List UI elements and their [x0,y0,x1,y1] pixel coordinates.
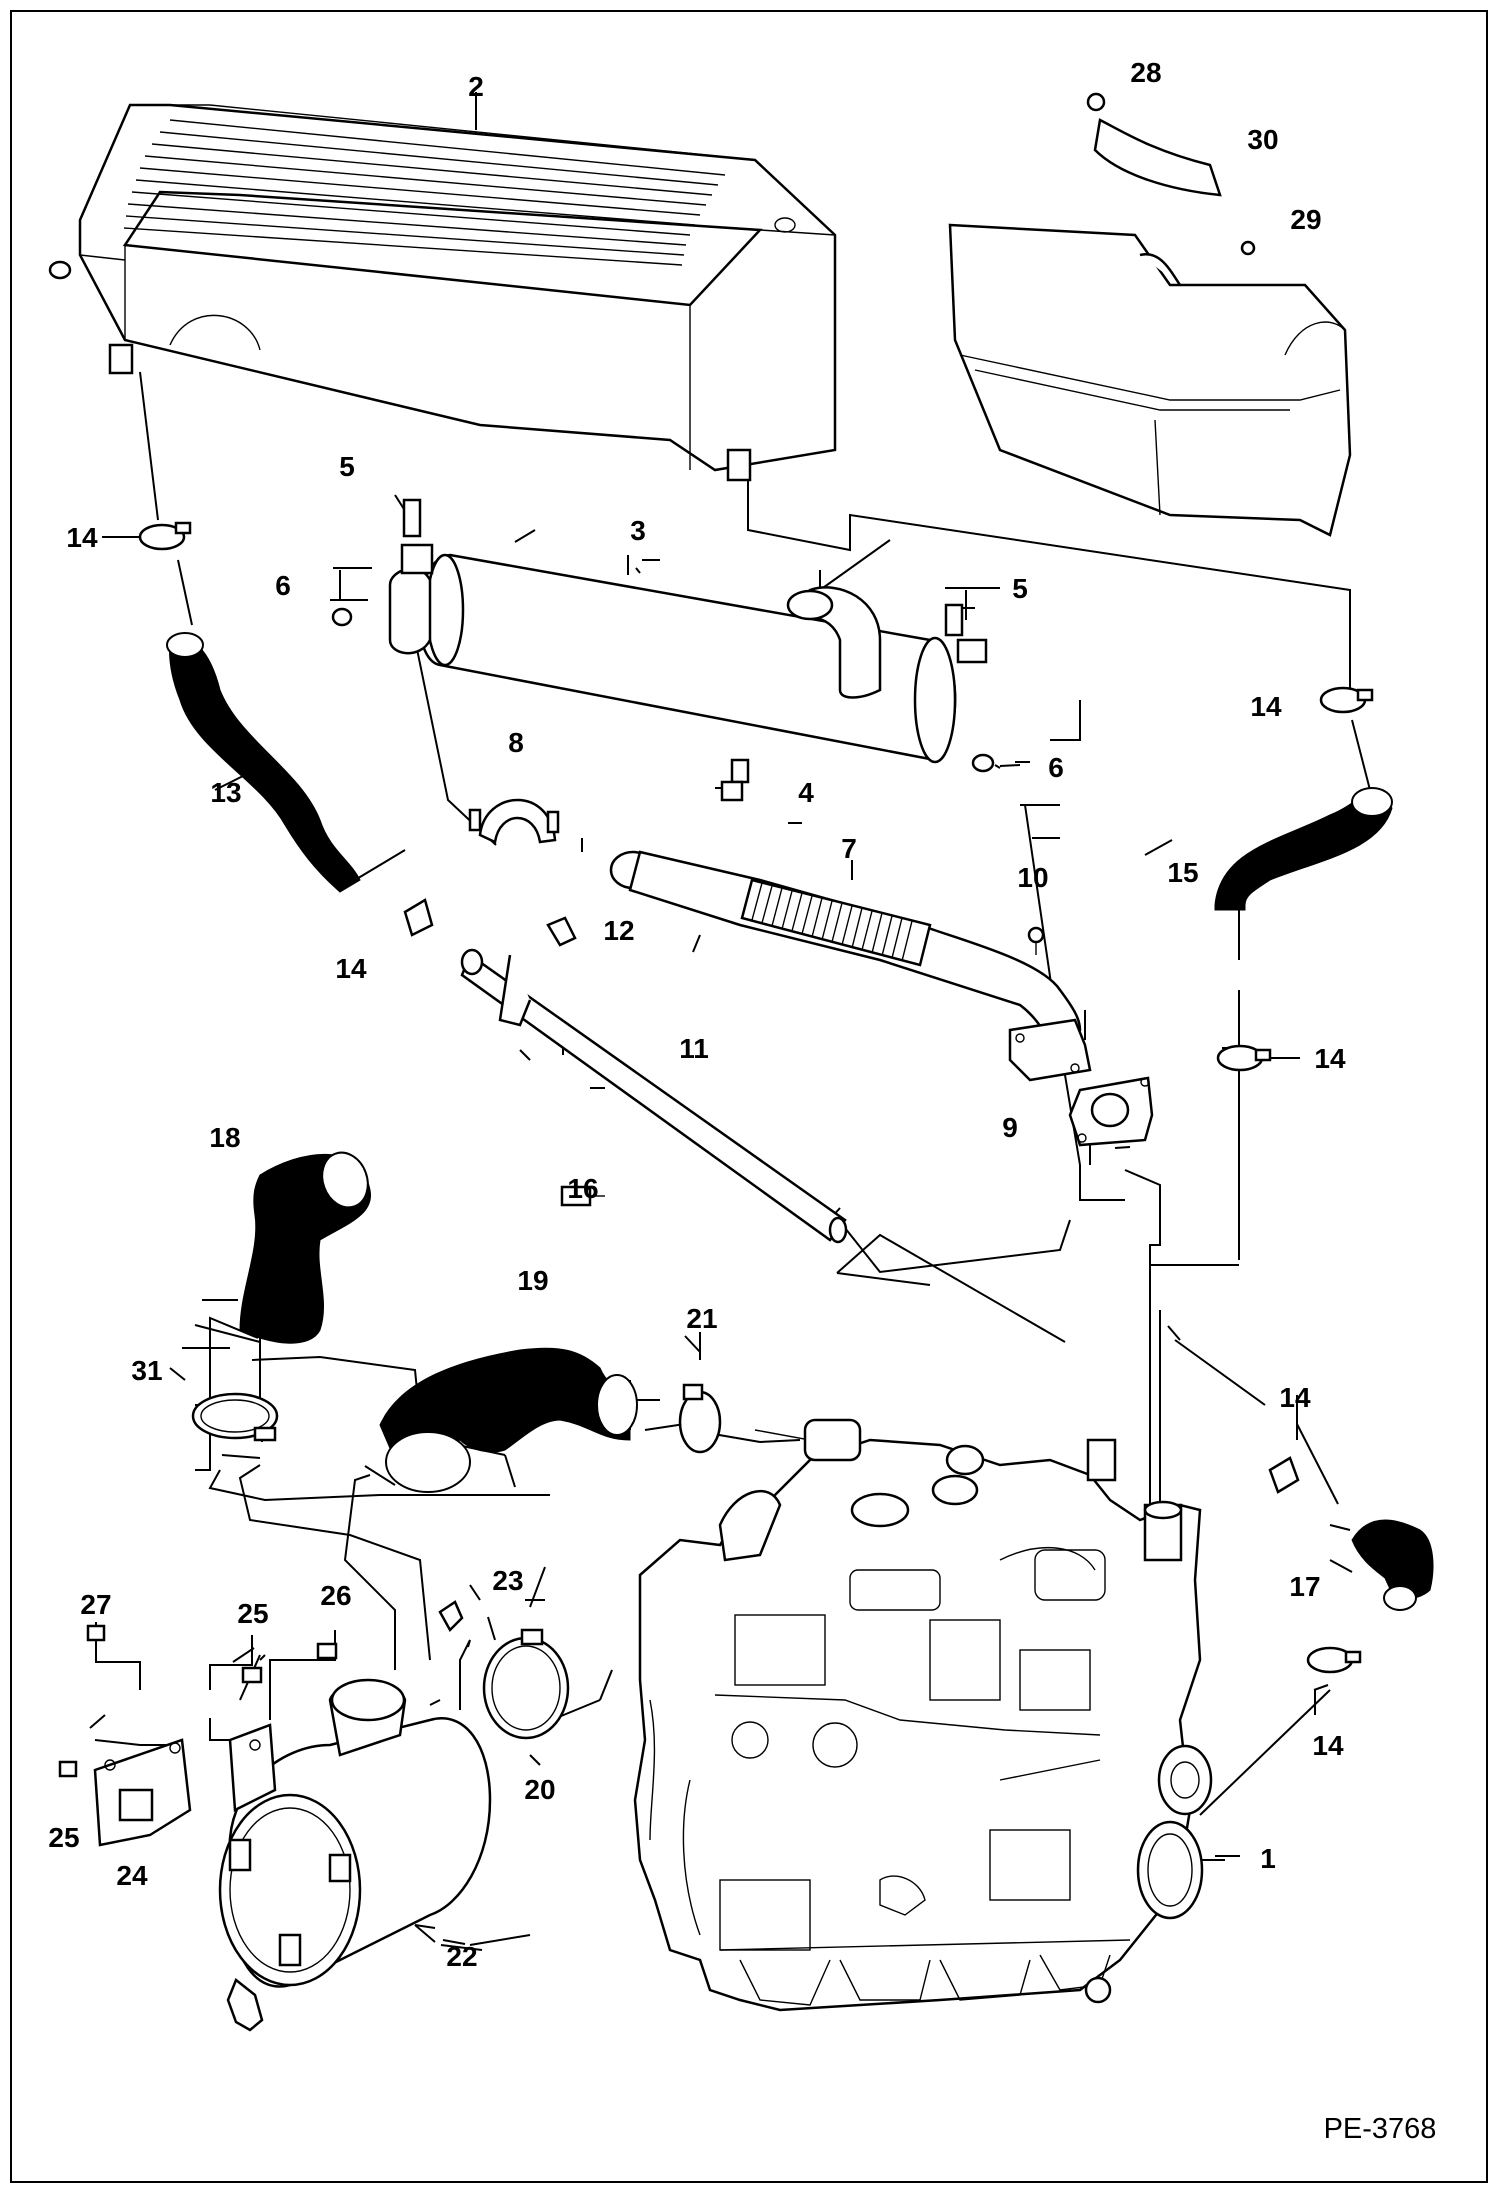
hose-part-17 [1351,1519,1434,1611]
engine-part-1 [633,1418,1213,2012]
callout-25-right: 25 [237,1598,268,1629]
callout-31: 31 [131,1355,162,1386]
callout-14-b: 14 [1250,691,1282,722]
callout-26: 26 [320,1580,351,1611]
callout-28: 28 [1130,57,1161,88]
callout-8: 8 [508,727,524,758]
callout-1: 1 [1260,1843,1276,1874]
air-duct-shroud [948,92,1352,537]
air-cleaner-part-22 [218,1678,492,2032]
hose-clamp-part-14 [138,521,1374,1674]
callout-27: 27 [80,1589,111,1620]
cooler-fins [123,119,726,266]
callout-14-c: 14 [335,953,367,984]
callout-14-a: 14 [66,522,98,553]
gasket-part-9 [1068,1076,1154,1147]
charge-air-cooler-part-2 [48,103,837,482]
callout-7: 7 [841,833,857,864]
hose-part-19 [379,1347,638,1493]
callout-6-left: 6 [275,570,291,601]
diagram-frame [10,10,1488,2183]
callout-5-right: 5 [1012,573,1028,604]
callout-5-left: 5 [339,451,355,482]
callout-3: 3 [630,515,646,546]
callout-6-right: 6 [1048,752,1064,783]
callout-9: 9 [1002,1112,1018,1143]
bellows [740,878,932,967]
callout-17: 17 [1289,1571,1320,1602]
clamp-part-20 [482,1628,570,1740]
callout-labels: 1 2 3 4 5 5 6 6 7 8 9 10 11 12 13 14 14 … [48,57,1346,1972]
callout-12: 12 [603,915,634,946]
callout-15: 15 [1167,857,1198,888]
exhaust-clamp-part-8 [468,798,560,844]
tube-part-11 [460,916,848,1244]
callout-14-d: 14 [1314,1043,1346,1074]
callout-18: 18 [209,1122,240,1153]
callout-13: 13 [210,777,241,808]
callout-20: 20 [524,1774,555,1805]
callout-25-left: 25 [48,1822,79,1853]
callout-14-e: 14 [1279,1382,1311,1413]
exhaust-pipe-part-7 [609,850,1092,1082]
callout-30: 30 [1247,124,1278,155]
bolt-part-10 [1027,926,1045,955]
clamp-part-21 [678,1383,722,1454]
muffler-part-3 [331,498,995,802]
leader-lines [89,92,1371,1951]
clamp-part-31 [191,1392,279,1442]
callout-2: 2 [468,71,484,102]
bracket-part-24 [58,1600,464,1847]
callout-29: 29 [1290,204,1321,235]
callout-24: 24 [116,1860,148,1891]
callout-16: 16 [567,1173,598,1204]
callout-4: 4 [798,777,814,808]
callout-23: 23 [492,1565,523,1596]
reference-code: PE-3768 [1324,2113,1437,2145]
callout-19: 19 [517,1265,548,1296]
callout-14-f: 14 [1312,1730,1344,1761]
callout-22: 22 [446,1941,477,1972]
callout-21: 21 [686,1303,717,1334]
hose-part-13 [166,632,361,893]
hose-part-18 [239,1151,371,1344]
hose-part-15 [1214,787,1393,911]
callout-11: 11 [679,1033,709,1064]
callout-10: 10 [1017,862,1048,893]
